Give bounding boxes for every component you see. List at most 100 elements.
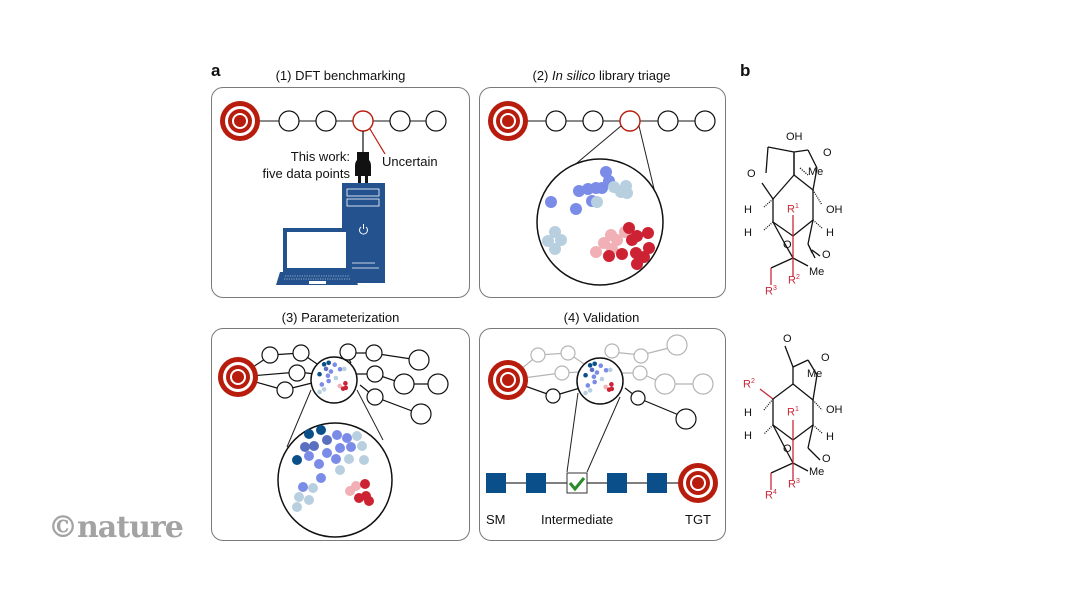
scatter-dot: [626, 234, 638, 246]
route-node: [288, 364, 306, 382]
scatter-dot: [606, 387, 612, 392]
scatter-dot: [590, 246, 602, 258]
scatter-dot: [298, 482, 308, 492]
scatter-dot: [322, 435, 332, 445]
panel-3-title: (3) Parameterization: [281, 310, 400, 325]
scatter-dot: [323, 366, 329, 372]
scatter-dot: [591, 374, 597, 380]
scatter-dot: [603, 384, 608, 390]
route-node-grey: [604, 343, 620, 359]
route-node: [389, 110, 411, 132]
scatter-dot: [335, 443, 345, 453]
panel-4-diagram: [486, 334, 718, 503]
scatter-dot: [333, 375, 339, 381]
scatter-dot: [304, 495, 314, 505]
scatter-dot: [582, 183, 594, 195]
scatter-dot: [357, 441, 367, 451]
scatter-dot: [615, 186, 627, 198]
scatter-dot: [555, 234, 567, 246]
scatter-dot: [607, 367, 613, 373]
atom-label: O: [783, 239, 792, 251]
scatter-dot: [599, 376, 605, 382]
scatter-dot: [359, 455, 369, 465]
scatter-dot: [587, 388, 593, 393]
scatter-dot: [332, 430, 342, 440]
scatter-dot: [583, 390, 588, 396]
scatter-dot: [316, 425, 326, 435]
atom-label: OH: [786, 131, 803, 143]
route-node: [261, 346, 279, 364]
scatter-dot: [594, 370, 600, 375]
scatter-dot: [321, 362, 327, 367]
scatter-dot: [326, 378, 331, 384]
this-work-label-line1: This work:: [290, 149, 350, 164]
route-node-grey: [692, 373, 714, 395]
atom-label: Me: [809, 466, 825, 478]
uncertain-label: Uncertain: [382, 154, 438, 169]
atom-label: OH: [826, 404, 843, 416]
scatter-dot: [331, 454, 341, 464]
scatter-dot: [616, 248, 628, 260]
route-node: [425, 110, 447, 132]
title-suffix: library triage: [595, 68, 671, 83]
sm-label: SM: [486, 512, 506, 527]
scatter-dot: [343, 381, 348, 386]
atom-label: O: [747, 168, 756, 180]
panel-3-diagram: [218, 343, 449, 538]
scatter-dot: [332, 362, 338, 368]
scatter-dot: [300, 442, 310, 452]
substituent-label: R4: [765, 489, 777, 502]
route-node: [545, 110, 567, 132]
target-icon: [488, 101, 528, 141]
scatter-dot: [292, 455, 302, 465]
zoom-circle: [277, 422, 393, 538]
atom-label: H: [744, 204, 752, 216]
scatter-dot: [598, 363, 604, 369]
route-node: [675, 408, 697, 430]
route-node-grey: [666, 334, 688, 356]
scatter-dot: [642, 227, 654, 239]
check-icon: [568, 477, 586, 492]
scatter-dot: [352, 431, 362, 441]
scatter-dot: [585, 383, 591, 388]
route-node: [545, 388, 561, 404]
scatter-dot: [335, 465, 345, 475]
title-prefix: (2): [532, 68, 552, 83]
atom-label: O: [822, 249, 831, 261]
structure-bottom: [759, 345, 823, 490]
scatter-dot: [304, 429, 314, 439]
atom-label: H: [744, 430, 752, 442]
scatter-dot: [344, 454, 354, 464]
scatter-dot: [609, 382, 614, 387]
title-italic: In silico: [552, 68, 596, 83]
structure-top: [761, 146, 823, 285]
laptop-icon: [276, 228, 358, 285]
atom-label: Me: [809, 266, 825, 278]
substituent-label: R3: [788, 478, 800, 491]
target-icon: [678, 463, 718, 503]
scatter-dot: [364, 496, 374, 506]
step-square: [607, 473, 627, 493]
panel-2-title: (2) In silico library triage: [479, 68, 724, 83]
scatter-dot: [360, 479, 370, 489]
atom-label: O: [783, 443, 792, 455]
step-square: [526, 473, 546, 493]
scatter-dot: [317, 389, 322, 395]
step-square: [486, 473, 506, 493]
scatter-dot: [583, 372, 588, 378]
route-node: [315, 110, 337, 132]
route-node-grey: [633, 348, 649, 364]
scatter-dot: [631, 258, 643, 270]
scatter-dot: [592, 361, 597, 367]
route-node: [278, 110, 300, 132]
library-scatter: [542, 166, 655, 270]
scatter-dot: [316, 473, 326, 483]
substituent-label: R2: [788, 274, 800, 287]
target-icon: [220, 101, 260, 141]
panel-a-letter: a: [211, 61, 221, 80]
scatter-dot: [351, 481, 361, 491]
small-scatter: [583, 361, 615, 396]
route-node-grey: [530, 347, 546, 363]
small-scatter: [317, 360, 349, 395]
substituent-label: R1: [787, 406, 799, 419]
